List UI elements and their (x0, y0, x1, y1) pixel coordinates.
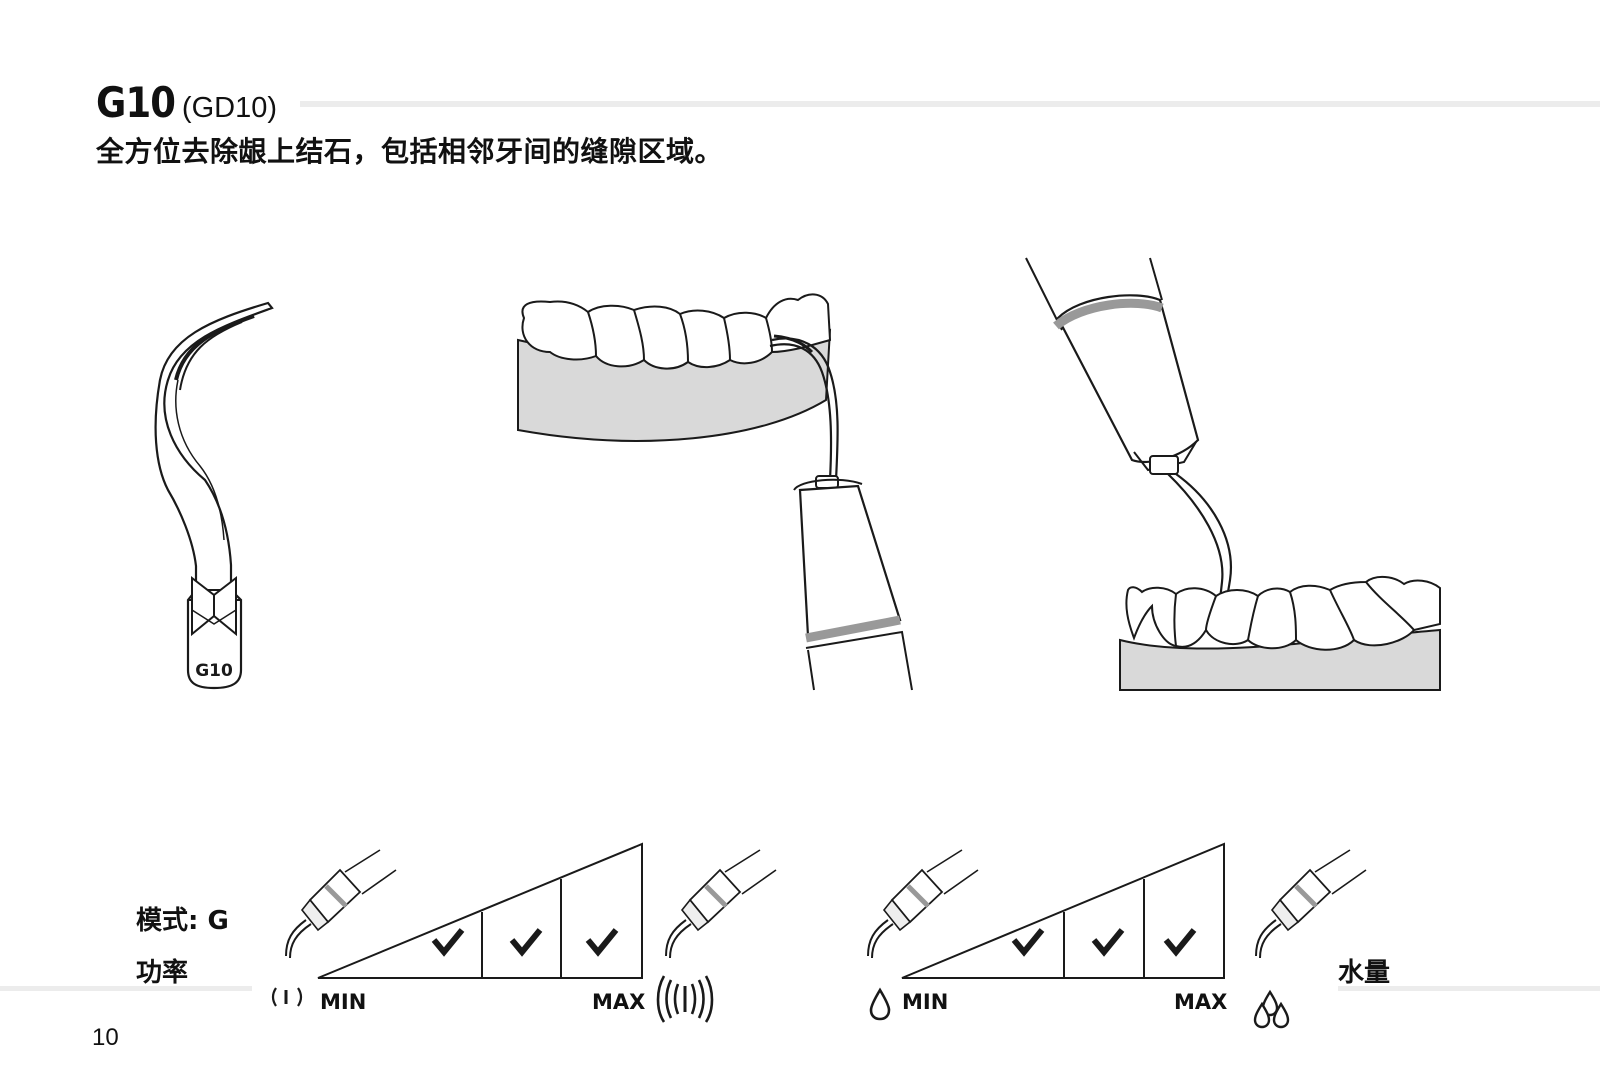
water-max-label: MAX (1174, 990, 1228, 1014)
handpiece-max-icon (666, 850, 776, 958)
vibration-high-icon (656, 975, 714, 1023)
power-max-label: MAX (592, 990, 646, 1014)
footer-rule-left (0, 986, 252, 991)
water-min-label: MIN (902, 990, 949, 1014)
water-drop-low-icon (869, 987, 891, 1021)
power-min-label: MIN (320, 990, 367, 1014)
power-label: 功率 (136, 958, 189, 988)
vibration-low-icon (271, 987, 303, 1007)
mode-label: 模式: G (136, 906, 229, 936)
handpiece-min-icon (286, 850, 396, 958)
water-scale (868, 842, 1366, 1029)
tip-engraving: G10 (195, 661, 233, 681)
tip-illustration: G10 (154, 301, 274, 690)
page-header: G10 (GD10) 全方位去除龈上结石，包括相邻牙间的缝隙区域。 (96, 82, 723, 170)
footer-rule-right (1338, 986, 1600, 991)
model-code: G10 (96, 78, 176, 127)
upper-teeth-scene (517, 293, 913, 691)
model-alias: (GD10) (181, 92, 277, 124)
lower-teeth-scene (1025, 257, 1441, 691)
power-scale (271, 842, 776, 1023)
model-heading: G10 (GD10) (96, 82, 723, 124)
page-number: 10 (92, 1024, 119, 1051)
water-label: 水量 (1338, 958, 1391, 988)
description: 全方位去除龈上结石，包括相邻牙间的缝隙区域。 (96, 135, 724, 168)
handpiece-water-min-icon (868, 850, 978, 958)
water-drops-high-icon (1253, 989, 1290, 1029)
header-rule (300, 101, 1600, 107)
handpiece-water-max-icon (1256, 850, 1366, 958)
